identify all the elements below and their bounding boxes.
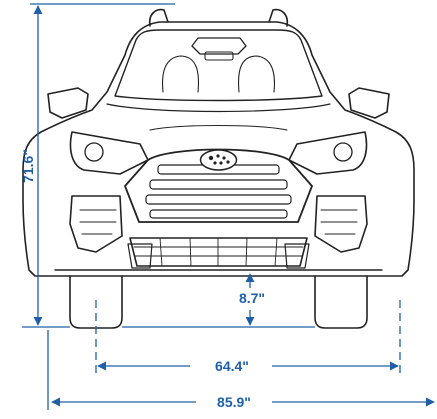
tire-right	[314, 275, 368, 329]
lower-intake-mesh	[133, 237, 304, 267]
seat-right	[237, 55, 276, 93]
headlight-right-lens	[333, 142, 353, 162]
fog-housing-right	[314, 195, 368, 253]
ground-clearance-label: 8.7"	[239, 290, 265, 306]
fog-slats-left	[79, 209, 117, 235]
vehicle-front-view	[22, 8, 415, 329]
subaru-emblem-icon	[199, 149, 238, 171]
hood-line	[106, 103, 331, 113]
fog-slats-right	[320, 209, 358, 235]
emblem-stars	[208, 154, 230, 165]
fog-housing-left	[69, 195, 123, 253]
rear-view-mirror	[191, 37, 247, 55]
dimension-lines	[22, 3, 435, 410]
roof-rail-right	[268, 8, 289, 27]
headlight-left	[69, 131, 149, 175]
headlight-right	[288, 131, 368, 175]
grille-frame	[124, 148, 313, 223]
headlight-left-lens	[84, 142, 104, 162]
body-outline	[22, 21, 415, 277]
hood-bulge	[149, 125, 288, 131]
lower-intake	[129, 237, 308, 267]
side-vent-right	[284, 243, 310, 269]
side-vent-left	[127, 243, 153, 269]
sensor-housing	[204, 51, 234, 61]
side-mirror-left	[47, 87, 89, 119]
height-label: 71.6"	[20, 149, 36, 183]
overall-width-label: 85.9"	[217, 394, 251, 410]
track-width-label: 64.4"	[215, 358, 249, 374]
roof-rail-left	[148, 8, 169, 27]
windshield	[114, 29, 323, 102]
grille-bars	[145, 164, 292, 219]
seat-left	[161, 55, 200, 93]
side-mirror-right	[348, 87, 390, 119]
